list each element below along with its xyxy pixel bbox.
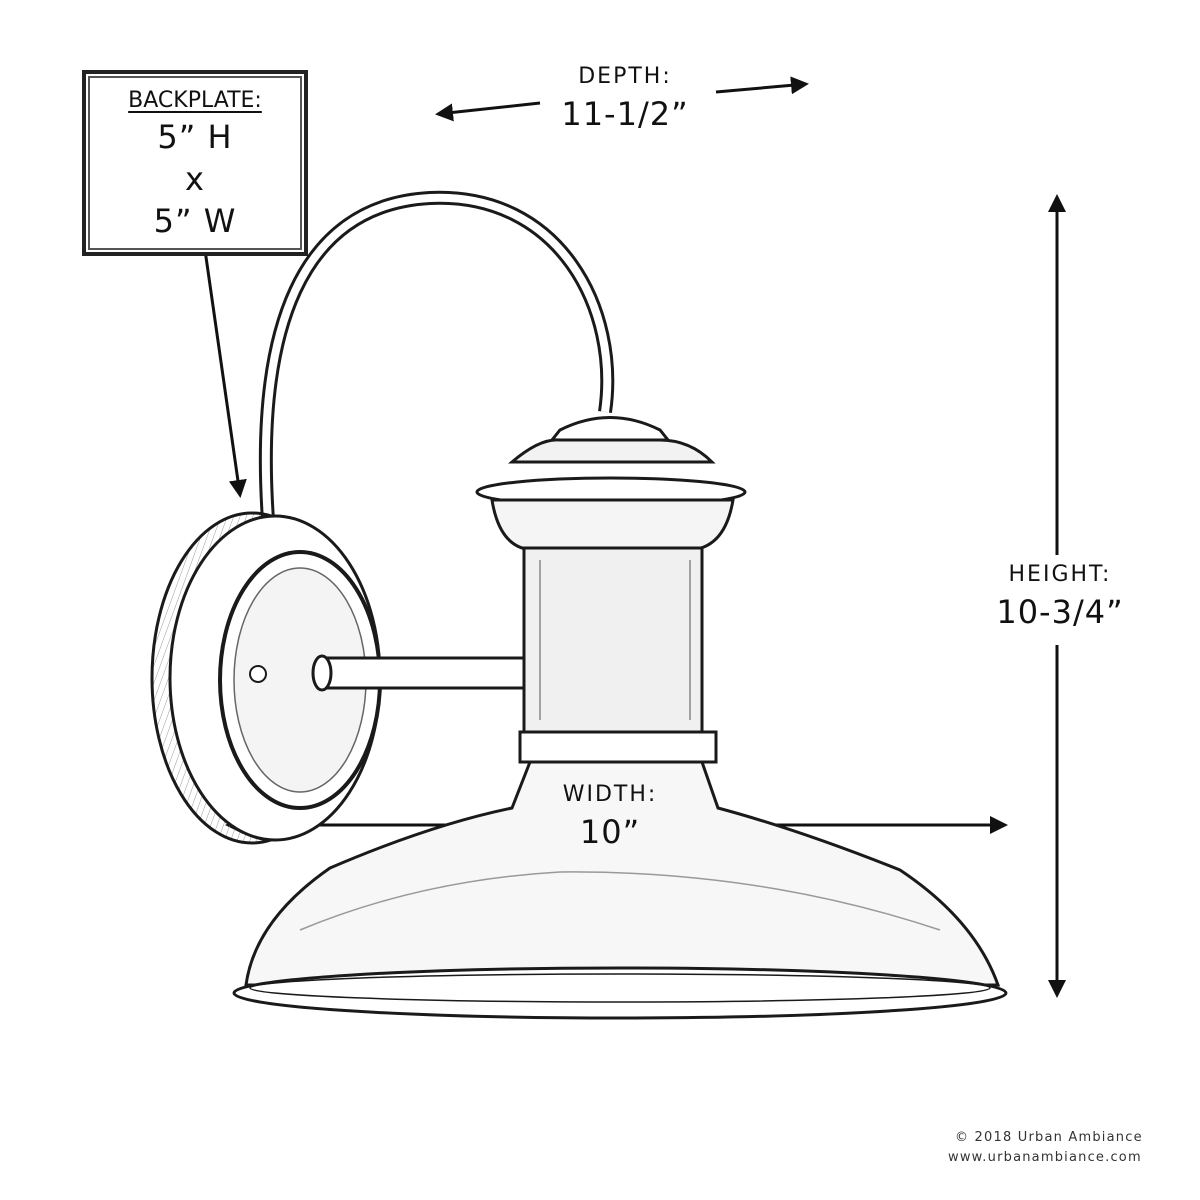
depth-arrow-left — [435, 101, 541, 122]
height-value: 10-3/4” — [996, 593, 1124, 631]
connecting-rod — [313, 656, 532, 690]
lamp-illustration — [150, 190, 1008, 1020]
width-value: 10” — [579, 813, 641, 851]
backplate-height: 5” H — [157, 118, 233, 156]
backplate-width: 5” W — [153, 202, 237, 240]
copyright-text: © 2018 Urban Ambiance — [955, 1130, 1143, 1145]
backplate-callout: BACKPLATE: 5” H x 5” W — [82, 70, 308, 256]
cap-dome — [490, 498, 735, 552]
top-finial — [548, 416, 672, 442]
socket-housing — [522, 546, 704, 734]
website-link: www.urbanambiance.com — [948, 1150, 1142, 1165]
width-label: WIDTH: — [562, 782, 658, 807]
depth-value: 11-1/2” — [561, 95, 689, 133]
backplate-title: BACKPLATE: — [128, 88, 262, 113]
shade-collar — [518, 730, 718, 764]
depth-label: DEPTH: — [578, 64, 672, 89]
depth-arrow-right — [715, 76, 809, 95]
backplate-separator: x — [185, 160, 205, 198]
backplate-pointer-arrow — [203, 249, 247, 498]
top-cap — [507, 438, 716, 464]
height-label: HEIGHT: — [1008, 562, 1112, 587]
backplate-screw — [249, 665, 267, 683]
shade-rim — [232, 966, 1008, 1020]
